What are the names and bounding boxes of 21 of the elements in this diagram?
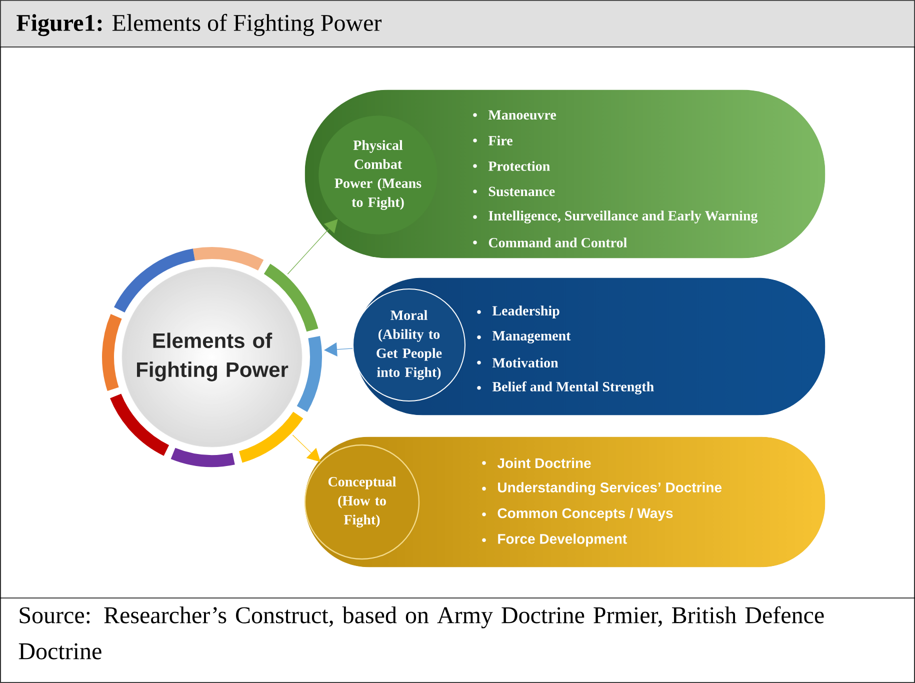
list-item: Sustenance bbox=[488, 186, 555, 196]
list-item: Command and Control bbox=[488, 238, 627, 248]
list-item: Manoeuvre bbox=[488, 110, 556, 120]
list-item: Understanding Services’ Doctrine bbox=[498, 482, 722, 496]
caption: Source: Researcher’s Construct, based on Army Doctrine Prmier, British Defence Doctrine bbox=[18, 606, 824, 660]
node-label: Physical Combat Power (Means to Fight) bbox=[334, 140, 422, 210]
circle-badge: Moral (Ability to Get People into Fight) bbox=[352, 288, 466, 402]
list-item: Joint Doctrine bbox=[497, 458, 591, 468]
list-item: Intelligence, Surveillance and Early Warning bbox=[488, 210, 758, 224]
title-bar: Figure1: Elements of Fighting Power bbox=[0, 0, 915, 48]
list-item: Fire bbox=[488, 136, 512, 146]
list-item: Management bbox=[492, 331, 571, 344]
circle-badge: Physical Combat Power (Means to Fight) bbox=[318, 116, 438, 234]
arrow bbox=[287, 219, 338, 274]
list-item: Belief and Mental Strength bbox=[492, 381, 654, 394]
circle-badge: Conceptual (How to Fight) bbox=[304, 444, 420, 560]
list-item: Protection bbox=[488, 161, 550, 171]
list-item: Force Development bbox=[498, 534, 627, 547]
list-item: Leadership bbox=[492, 306, 560, 318]
list-item: Common Concepts / Ways bbox=[498, 508, 673, 521]
list-item: Motivation bbox=[492, 358, 558, 368]
